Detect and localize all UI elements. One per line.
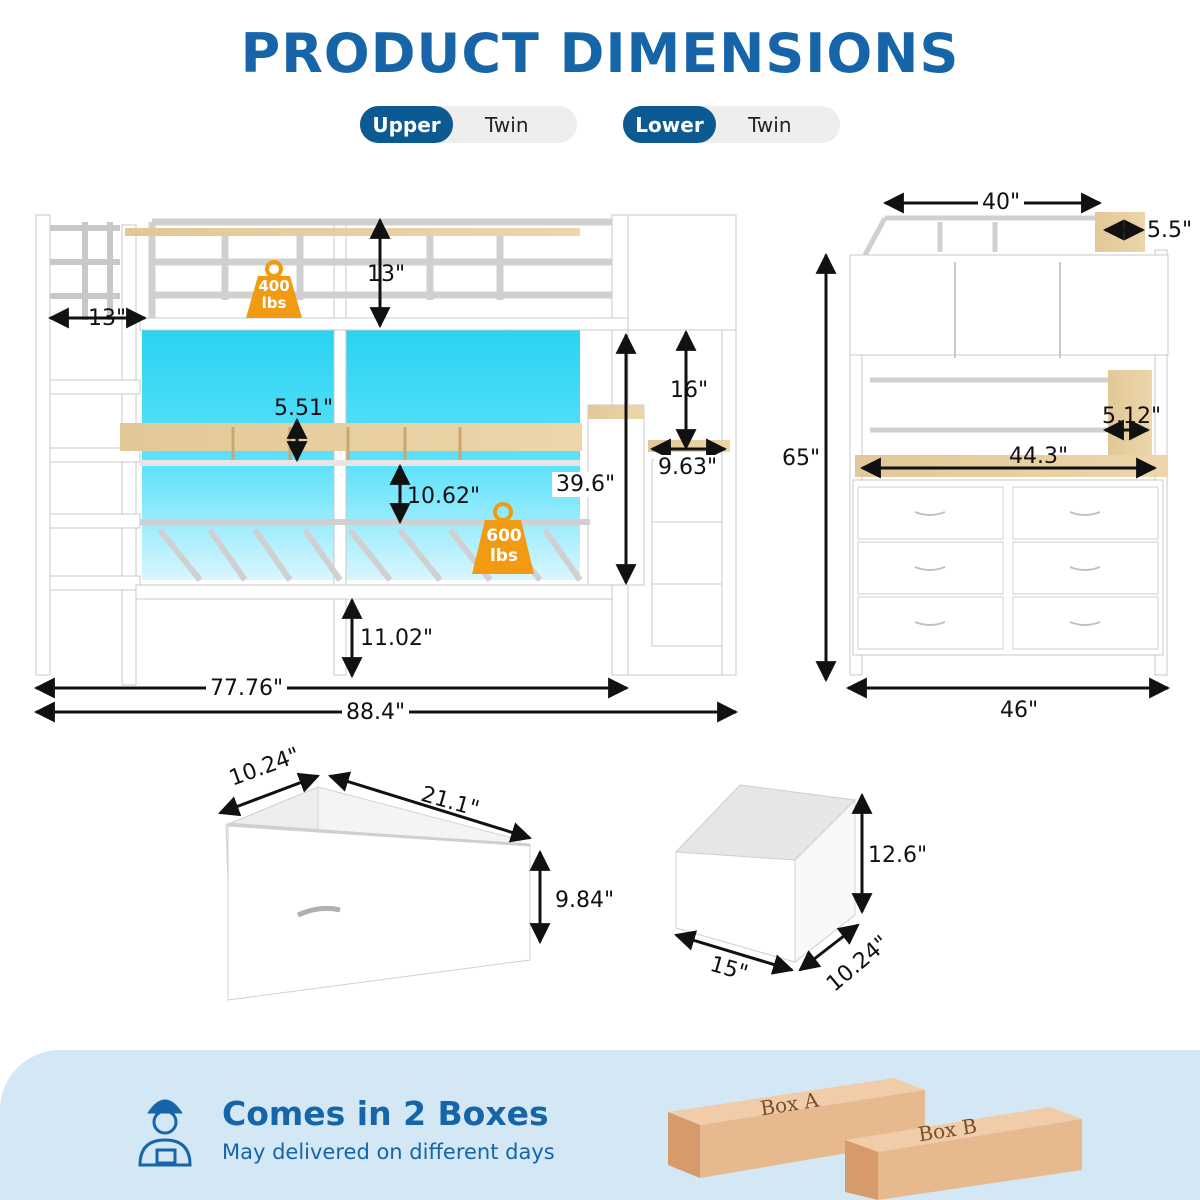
- shipping-title: Comes in 2 Boxes: [222, 1094, 549, 1133]
- upper-label: Upper: [360, 106, 453, 143]
- side-dimension-lines: [815, 192, 1171, 699]
- left-guard: [50, 222, 120, 320]
- ladder: [49, 379, 141, 591]
- drawer-handles: [914, 511, 1101, 626]
- desk-width-label: 44.3": [1009, 444, 1069, 469]
- page-title: PRODUCT DIMENSIONS: [240, 22, 960, 85]
- lower-rail: [135, 584, 613, 600]
- dresser-drawers: [857, 486, 1159, 650]
- left-post: [35, 214, 51, 676]
- total-height-label: 65": [778, 446, 825, 471]
- upper-capacity-badge: 400 lbs: [256, 278, 292, 312]
- lower-bed-size-pill: Lower Twin: [623, 106, 840, 143]
- lower-capacity-amount: 600: [486, 526, 522, 546]
- upper-wood-trim: [125, 228, 580, 236]
- desk-clearance-label: 10.62": [407, 484, 481, 509]
- lower-capacity-unit: lbs: [489, 546, 519, 566]
- box-b-illustration: [845, 1107, 1082, 1200]
- box-a-illustration: [668, 1078, 925, 1178]
- upper-capacity-unit: lbs: [261, 294, 287, 312]
- bin-height-label: 12.6": [868, 843, 928, 868]
- stair-depth-label: 9.63": [654, 455, 722, 480]
- side-shelf-label: 5.12": [1102, 404, 1162, 429]
- total-length-label: 88.4": [342, 700, 410, 725]
- side-gap-label: 13": [88, 306, 127, 331]
- lower-size: Twin: [748, 112, 792, 137]
- top-width-label: 40": [978, 190, 1025, 215]
- delivery-person-icon: [138, 1099, 192, 1167]
- shelf-depth-label: 5.5": [1147, 218, 1193, 243]
- bin-dimension-lines: [673, 792, 873, 975]
- bookshelf-cubbies: [849, 254, 1169, 356]
- lower-capacity-weight-icon: [472, 502, 534, 574]
- lower-label: Lower: [623, 106, 716, 143]
- drawer-handle: [296, 905, 341, 918]
- desk-shelf: [120, 423, 582, 451]
- stair-top-cabinet: [627, 214, 737, 331]
- upper-bed-size-pill: Upper Twin: [360, 106, 577, 143]
- shipping-subtitle: May delivered on different days: [222, 1140, 555, 1164]
- drawer-dimension-lines: [218, 771, 551, 945]
- base-width-label: 46": [1000, 698, 1039, 723]
- shelf-height-label: 5.51": [274, 396, 334, 421]
- drawer-height-label: 9.84": [555, 888, 615, 913]
- side-bookshelf: [1108, 370, 1152, 455]
- upper-capacity-amount: 400: [258, 277, 290, 295]
- guard-height-label: 13": [367, 262, 406, 287]
- desk-lip: [140, 460, 580, 466]
- bed-length-label: 77.76": [206, 676, 288, 701]
- under-clearance-label: 11.02": [356, 626, 438, 651]
- upper-size: Twin: [485, 112, 529, 137]
- storage-bin: [674, 784, 857, 964]
- lower-capacity-badge: 600 lbs: [483, 526, 525, 566]
- lower-height-label: 39.6": [552, 472, 620, 497]
- upper-capacity-weight-icon: [246, 260, 302, 318]
- stair-step-label: 16": [670, 378, 709, 403]
